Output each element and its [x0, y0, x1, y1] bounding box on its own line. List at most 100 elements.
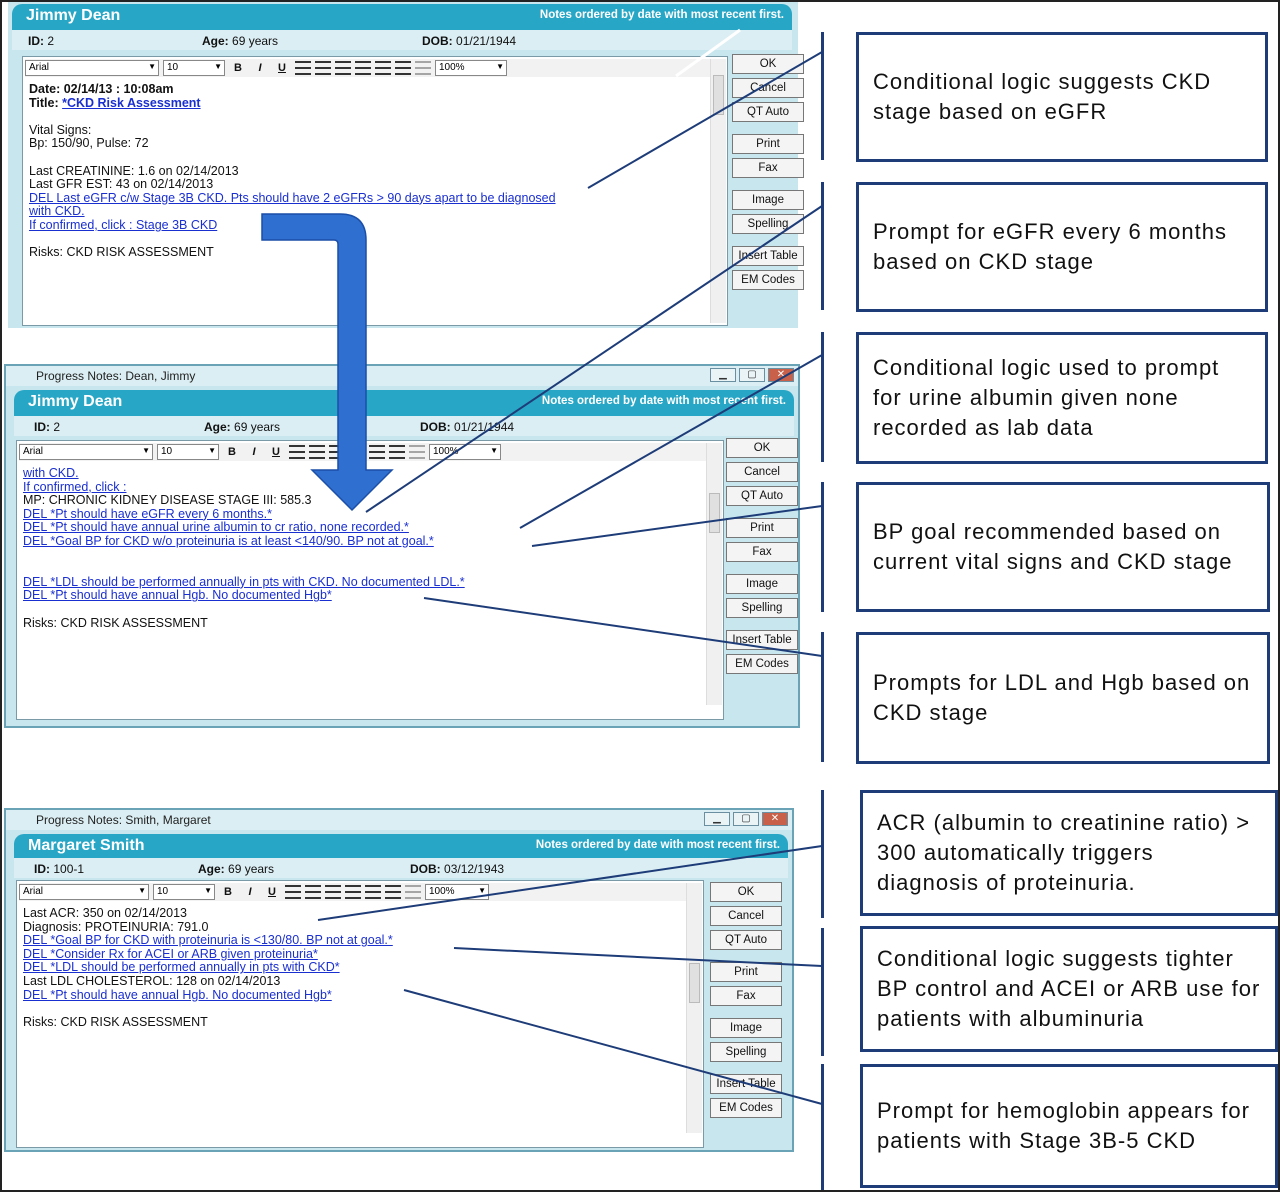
image-button[interactable]: Image — [732, 190, 804, 210]
cancel-button[interactable]: Cancel — [726, 462, 798, 482]
outdent-icon[interactable] — [415, 61, 431, 75]
insert-table-button[interactable]: Insert Table — [710, 1074, 782, 1094]
vertical-scrollbar[interactable] — [706, 443, 722, 705]
fax-button[interactable]: Fax — [732, 158, 804, 178]
italic-button[interactable]: I — [252, 446, 256, 458]
ok-button[interactable]: OK — [732, 54, 804, 74]
em-codes-button[interactable]: EM Codes — [732, 270, 804, 290]
bold-button[interactable]: B — [234, 62, 242, 74]
vertical-scrollbar[interactable] — [686, 883, 702, 1133]
underline-button[interactable]: U — [278, 62, 286, 74]
title-link[interactable]: *CKD Risk Assessment — [62, 96, 201, 110]
note-link-line[interactable]: DEL *Pt should have annual Hgb. No docum… — [23, 589, 332, 603]
note-link-line[interactable]: DEL *Pt should have eGFR every 6 months.… — [23, 507, 272, 521]
justify-icon[interactable] — [345, 885, 361, 899]
note-link-line[interactable]: DEL *Goal BP for CKD w/o proteinuria is … — [23, 534, 434, 548]
size-select[interactable]: 10 — [157, 444, 219, 460]
print-button[interactable]: Print — [710, 962, 782, 982]
insert-table-button[interactable]: Insert Table — [732, 246, 804, 266]
cancel-button[interactable]: Cancel — [732, 78, 804, 98]
zoom-select[interactable]: 100% — [425, 884, 489, 900]
bullet-list-icon[interactable] — [365, 885, 381, 899]
font-select[interactable]: Arial — [19, 444, 153, 460]
patient-header: Jimmy Dean Notes ordered by date with mo… — [12, 4, 792, 30]
maximize-button[interactable]: ▢ — [739, 368, 765, 382]
note-link-line[interactable]: DEL *Goal BP for CKD with proteinuria is… — [23, 934, 393, 948]
qt-auto-button[interactable]: QT Auto — [710, 930, 782, 950]
image-button[interactable]: Image — [726, 574, 798, 594]
note-link-line[interactable]: DEL *Pt should have annual urine albumin… — [23, 521, 409, 535]
size-select[interactable]: 10 — [153, 884, 215, 900]
age-label: Age: — [204, 420, 231, 434]
spelling-button[interactable]: Spelling — [726, 598, 798, 618]
print-button[interactable]: Print — [726, 518, 798, 538]
align-center-icon[interactable] — [315, 61, 331, 75]
minimize-button[interactable]: ▁ — [704, 812, 730, 826]
note-link-line[interactable]: DEL Last eGFR c/w Stage 3B CKD. Pts shou… — [29, 191, 556, 205]
align-left-icon[interactable] — [289, 445, 305, 459]
note-editor[interactable]: Arial 10 B I U 100% Last ACR: 350 on 02/… — [16, 880, 704, 1148]
justify-icon[interactable] — [349, 445, 365, 459]
zoom-select[interactable]: 100% — [429, 444, 501, 460]
bold-button[interactable]: B — [224, 886, 232, 898]
em-codes-button[interactable]: EM Codes — [726, 654, 798, 674]
close-button[interactable]: ✕ — [762, 812, 788, 826]
cancel-button[interactable]: Cancel — [710, 906, 782, 926]
bold-button[interactable]: B — [228, 446, 236, 458]
align-center-icon[interactable] — [305, 885, 321, 899]
align-right-icon[interactable] — [335, 61, 351, 75]
dob-label: DOB: — [410, 862, 441, 876]
vertical-scrollbar[interactable] — [710, 59, 726, 323]
note-link-line[interactable]: with CKD. — [23, 467, 79, 480]
note-editor[interactable]: Arial 10 B I U 100% with CKD.If confirme… — [16, 440, 724, 720]
callout-urine-albumin: Conditional logic used to prompt for uri… — [856, 332, 1268, 464]
qt-auto-button[interactable]: QT Auto — [732, 102, 804, 122]
align-left-icon[interactable] — [295, 61, 311, 75]
note-link-line[interactable]: with CKD. — [29, 205, 85, 219]
indent-icon[interactable] — [385, 885, 401, 899]
underline-button[interactable]: U — [272, 446, 280, 458]
align-left-icon[interactable] — [285, 885, 301, 899]
align-right-icon[interactable] — [329, 445, 345, 459]
spelling-button[interactable]: Spelling — [732, 214, 804, 234]
ok-button[interactable]: OK — [710, 882, 782, 902]
justify-icon[interactable] — [355, 61, 371, 75]
insert-table-button[interactable]: Insert Table — [726, 630, 798, 650]
indent-icon[interactable] — [395, 61, 411, 75]
em-codes-button[interactable]: EM Codes — [710, 1098, 782, 1118]
spelling-button[interactable]: Spelling — [710, 1042, 782, 1062]
id-value: 2 — [53, 420, 61, 434]
align-center-icon[interactable] — [309, 445, 325, 459]
sort-order-note: Notes ordered by date with most recent f… — [539, 9, 784, 21]
bullet-list-icon[interactable] — [369, 445, 385, 459]
outdent-icon[interactable] — [405, 885, 421, 899]
outdent-icon[interactable] — [409, 445, 425, 459]
ok-button[interactable]: OK — [726, 438, 798, 458]
italic-button[interactable]: I — [258, 62, 262, 74]
note-link-line[interactable]: DEL *Consider Rx for ACEI or ARB given p… — [23, 947, 318, 961]
underline-button[interactable]: U — [268, 886, 276, 898]
fax-button[interactable]: Fax — [710, 986, 782, 1006]
qt-auto-button[interactable]: QT Auto — [726, 486, 798, 506]
note-link-line[interactable]: DEL *LDL should be performed annually in… — [23, 961, 340, 975]
close-button[interactable]: ✕ — [768, 368, 794, 382]
maximize-button[interactable]: ▢ — [733, 812, 759, 826]
italic-button[interactable]: I — [248, 886, 252, 898]
note-link-line[interactable]: DEL *Pt should have annual Hgb. No docum… — [23, 988, 332, 1002]
align-right-icon[interactable] — [325, 885, 341, 899]
note-link-line[interactable]: DEL *LDL should be performed annually in… — [23, 575, 465, 589]
indent-icon[interactable] — [389, 445, 405, 459]
bullet-list-icon[interactable] — [375, 61, 391, 75]
zoom-select[interactable]: 100% — [435, 60, 507, 76]
fax-button[interactable]: Fax — [726, 542, 798, 562]
print-button[interactable]: Print — [732, 134, 804, 154]
font-select[interactable]: Arial — [25, 60, 159, 76]
note-link-line[interactable]: If confirmed, click : — [23, 480, 127, 494]
size-select[interactable]: 10 — [163, 60, 225, 76]
image-button[interactable]: Image — [710, 1018, 782, 1038]
note-link-line[interactable]: If confirmed, click : Stage 3B CKD — [29, 218, 218, 232]
font-select[interactable]: Arial — [19, 884, 149, 900]
minimize-button[interactable]: ▁ — [710, 368, 736, 382]
note-editor[interactable]: Arial 10 B I U 100% Date: 02/14/13 : 10:… — [22, 56, 728, 326]
